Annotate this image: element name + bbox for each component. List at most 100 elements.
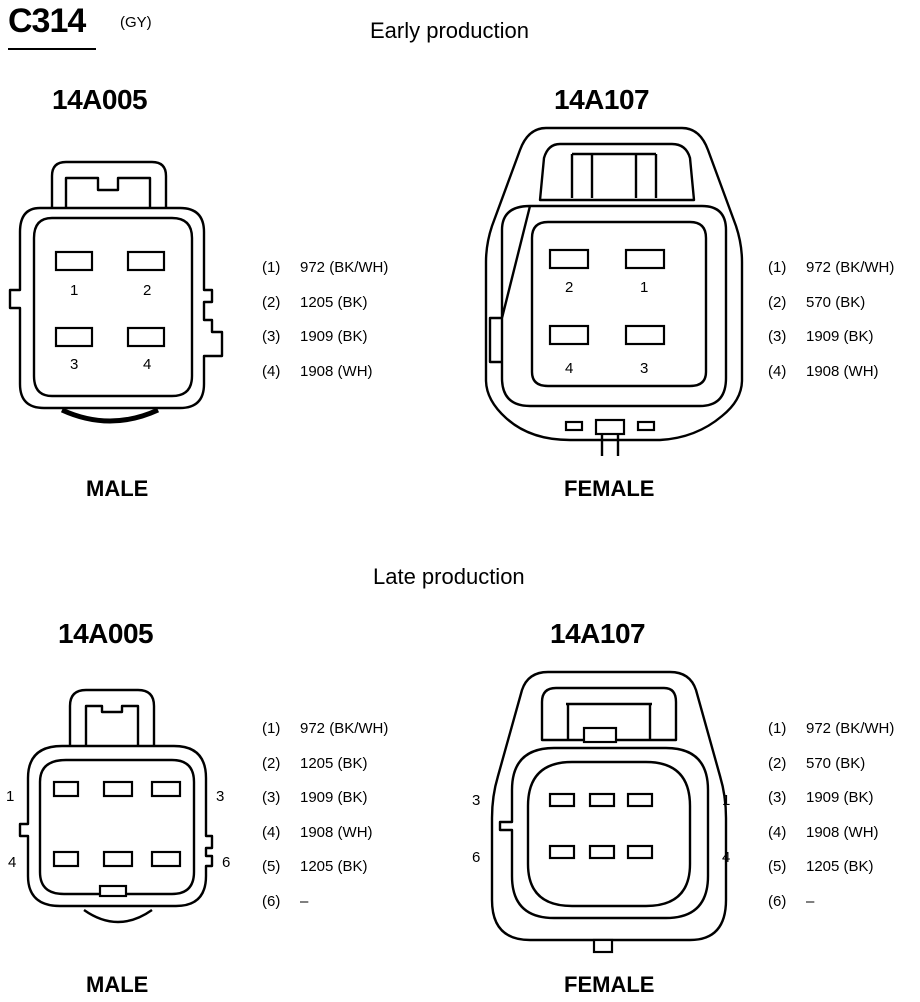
pin-number: (1) [262,720,281,737]
early-female-cavity-number: 3 [640,360,649,377]
late-male-label: MALE [86,972,149,997]
pin-number: (3) [768,789,787,807]
pin-row: (2) 1205 (BK) [262,286,388,321]
early-female-label: FEMALE [564,476,655,501]
early-male-cavity-number: 3 [70,356,79,373]
late-female-side-number: 1 [722,792,731,809]
pin-circuit: 972 (BK/WH) [300,720,389,737]
pin-row: (2) 1205 (BK) [262,747,388,782]
pin-number: (5) [768,858,787,876]
pin-row: (1) 972 (BK/WH) [262,251,388,286]
late-male-side-number: 3 [216,788,225,805]
pin-row: (3) 1909 (BK) [262,781,388,816]
pin-circuit: 1205 (BK) [300,754,368,772]
pin-circuit: 570 (BK) [806,754,866,772]
pin-circuit: 1205 (BK) [300,858,368,876]
pin-row: (4) 1908 (WH) [768,355,894,390]
early-female-cavity-number: 1 [640,279,649,296]
late-male-part-number: 14A005 [58,618,154,649]
late-male-terminals [52,780,182,868]
pin-circuit: 1909 (BK) [300,328,368,346]
early-production-title: Early production [370,18,529,43]
pin-row: (4) 1908 (WH) [768,816,894,851]
pin-circuit: 1205 (BK) [806,858,874,876]
early-female-cavity-number: 2 [565,279,574,296]
pin-number: (4) [262,362,281,380]
early-male-part-number: 14A005 [52,84,148,115]
pin-row: (2) 570 (BK) [768,286,894,321]
pin-circuit: 1908 (WH) [300,362,373,380]
pin-number: (3) [262,328,281,346]
pin-number: (2) [768,754,787,772]
pin-circuit: 1205 (BK) [300,293,368,311]
early-female-cavity-number: 4 [565,360,574,377]
early-male-cavity-number: 1 [70,282,79,299]
early-male-cavity-number: 2 [143,282,152,299]
late-female-pin-list: (1)972 (BK/WH) (2)570 (BK) (3)1909 (BK) … [768,712,894,920]
pin-number: (4) [768,823,787,841]
pin-number: (3) [768,328,787,346]
connector-color-code: (GY) [120,14,152,31]
pin-row: (6) – [768,885,894,920]
late-production-title: Late production [373,564,525,589]
pin-row: (3) 1909 (BK) [768,320,894,355]
pin-row: (1) 972 (BK/WH) [768,712,894,747]
late-female-terminals [548,792,654,860]
pin-number: (4) [768,362,787,380]
early-female-part-number: 14A107 [554,84,650,115]
early-female-terminals [548,248,666,346]
early-male-label: MALE [86,476,149,501]
late-female-label: FEMALE [564,972,655,997]
early-male-cavity-number: 4 [143,356,152,373]
pin-number: (1) [768,259,787,276]
late-male-side-number: 1 [6,788,15,805]
pin-row: (3) 1909 (BK) [262,320,388,355]
pin-row: (1) 972 (BK/WH) [768,251,894,286]
pin-number: (2) [262,293,281,311]
late-female-side-number: 3 [472,792,481,809]
pin-circuit: 972 (BK/WH) [806,720,895,737]
pin-circuit: 1908 (WH) [300,823,373,841]
pin-circuit: 1908 (WH) [806,823,879,841]
pin-circuit: 972 (BK/WH) [806,259,895,276]
pin-row: (5) 1205 (BK) [262,850,388,885]
late-male-side-number: 4 [8,854,17,871]
pin-row: (3) 1909 (BK) [768,781,894,816]
pin-circuit: – [300,892,309,910]
pin-circuit: 1909 (BK) [300,789,368,807]
pin-circuit: 1908 (WH) [806,362,879,380]
connector-id-underline [8,48,96,50]
pin-number: (1) [768,720,787,737]
pin-row: (2) 570 (BK) [768,747,894,782]
late-female-side-number: 6 [472,849,481,866]
pin-circuit: 1909 (BK) [806,328,874,346]
pin-number: (6) [768,892,787,910]
late-female-connector-outline [490,670,728,954]
early-male-connector-outline [8,160,224,424]
connector-id: C314 [8,2,86,40]
pin-circuit: 570 (BK) [806,293,866,311]
late-male-pin-list: (1) 972 (BK/WH) (2) 1205 (BK) (3) 1909 (BK)… [262,712,388,920]
pin-row: (6) – [262,885,388,920]
pin-row: (4) 1908 (WH) [262,355,388,390]
pin-row: (4) 1908 (WH) [262,816,388,851]
late-male-connector-outline [18,688,214,924]
early-male-pin-list: (1) 972 (BK/WH) (2) 1205 (BK) (3) 1909 (BK)… [262,251,388,389]
pin-circuit: – [806,892,815,910]
pin-number: (4) [262,823,281,841]
pin-number: (5) [262,858,281,876]
early-female-pin-list: (1)972 (BK/WH) (2)570 (BK) (3)1909 (BK) … [768,251,894,389]
pin-number: (6) [262,892,281,910]
pin-row: (1) 972 (BK/WH) [262,712,388,747]
pin-number: (2) [768,293,787,311]
pin-number: (3) [262,789,281,807]
early-male-terminals [54,250,166,348]
early-female-connector-outline [484,126,744,456]
late-male-side-number: 6 [222,854,231,871]
pin-circuit: 1909 (BK) [806,789,874,807]
pin-number: (2) [262,754,281,772]
pin-number: (1) [262,259,281,276]
pin-row: (5) 1205 (BK) [768,850,894,885]
pin-circuit: 972 (BK/WH) [300,259,389,276]
